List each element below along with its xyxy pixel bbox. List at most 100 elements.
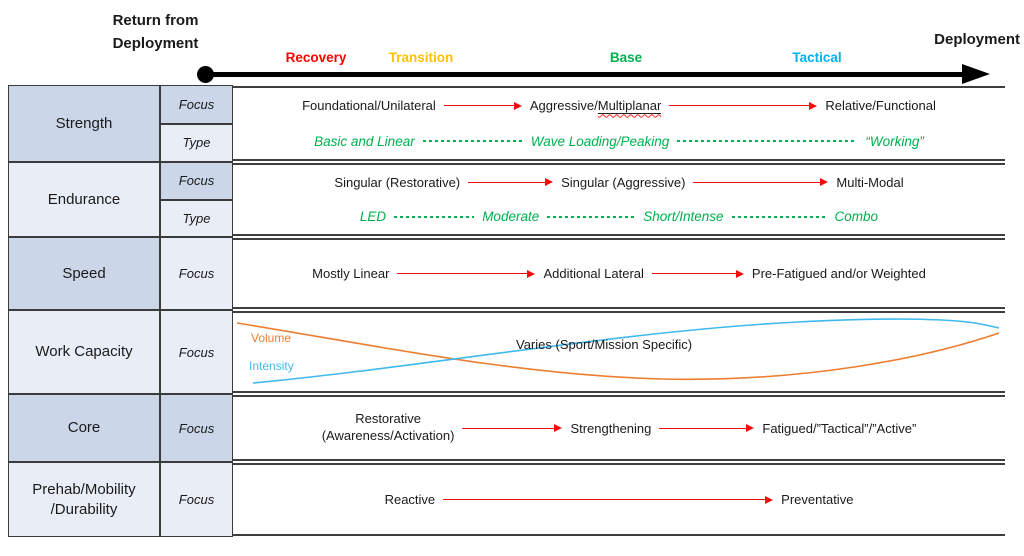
varies-text: Varies (Sport/Mission Specific) [516, 337, 693, 352]
row-label-endurance: Endurance [8, 162, 160, 237]
content-text: Strengthening [570, 420, 652, 436]
subrow-tag-focus: Focus [160, 394, 233, 462]
arrow-line [693, 181, 821, 183]
volume-label: Volume [251, 331, 292, 345]
timeline-line [206, 72, 968, 77]
red-arrow-icon [468, 177, 554, 187]
red-arrow-icon [693, 177, 829, 187]
content-area: Singular (Restorative) Singular (Aggressi… [233, 163, 1005, 236]
red-arrow-icon [397, 269, 536, 279]
arrow-line [659, 427, 747, 429]
subrow-tag-focus: Focus [160, 237, 233, 310]
content-row-endurance-type: LED Moderate Short/Intense Combo [233, 200, 1005, 235]
green-dash-connector [731, 215, 827, 218]
content-row-speed-focus: Mostly Linear Additional Lateral Pre-Fatig… [233, 240, 1005, 307]
content-text: Short/Intense [643, 209, 724, 225]
green-dash-connector [677, 140, 858, 143]
content-area: Mostly Linear Additional Lateral Pre-Fatig… [233, 238, 1005, 309]
subrow-tags: Focus [160, 462, 233, 537]
arrow-line [468, 181, 546, 183]
row-label-prehab-mobility-durability: Prehab/Mobility /Durability [8, 462, 160, 537]
content-text: Relative/Functional [825, 98, 936, 114]
arrow-head [554, 424, 563, 432]
content-row-endurance-focus: Singular (Restorative) Singular (Aggressi… [233, 165, 1005, 200]
row-label-core: Core [8, 394, 160, 462]
subrow-tags: Focus [160, 310, 233, 394]
arrow-line [443, 105, 514, 107]
work-capacity-content: Volume Intensity Varies (Sport/Mission S… [233, 313, 1005, 391]
subrow-tag-focus: Focus [160, 162, 233, 200]
subrow-tag-type: Type [160, 199, 233, 237]
content-text: Preventative [781, 492, 854, 507]
content-text: “Working” [865, 133, 924, 149]
timeline-arrowhead-icon [962, 64, 990, 84]
red-arrow-icon [462, 423, 563, 433]
content-text: Moderate [482, 209, 540, 225]
underlined-word: Multiplanar [597, 98, 662, 115]
work-capacity-curves [236, 318, 1000, 384]
subrow-tag-focus: Focus [160, 310, 233, 394]
red-arrow-icon [443, 101, 522, 111]
arrow-head [765, 495, 774, 504]
row-label-speed: Speed [8, 237, 160, 310]
content-area: Restorative(Awareness/Activation) Strengt… [233, 395, 1005, 461]
arrow-line [397, 273, 528, 274]
green-dash-connector [422, 140, 523, 143]
content-text: LED [359, 209, 387, 225]
red-arrow-icon [651, 269, 744, 279]
phase-label-recovery: Recovery [285, 50, 347, 65]
content-text: Combo [834, 209, 879, 225]
content-text: Reactive [384, 492, 436, 507]
subrow-tags: Focus [160, 237, 233, 310]
row-label-strength: Strength [8, 85, 160, 162]
content-text: Pre-Fatigued and/or Weighted [751, 266, 926, 281]
content-row-core-focus: Restorative(Awareness/Activation) Strengt… [233, 397, 1005, 459]
phase-label-base: Base [609, 50, 643, 65]
content-row-prehab-mobility-durability-focus: Reactive Preventative [233, 465, 1005, 534]
subrow-tag-type: Type [160, 123, 233, 162]
content-text: Additional Lateral [543, 266, 644, 281]
arrow-line [443, 499, 766, 500]
arrow-head [545, 178, 554, 187]
arrow-line [462, 427, 555, 429]
content-text: Mostly Linear [312, 266, 390, 281]
arrow-head [735, 269, 744, 278]
content-text: Restorative(Awareness/Activation) [321, 411, 455, 443]
content-area: Volume Intensity Varies (Sport/Mission S… [233, 311, 1005, 393]
green-dash-connector [547, 215, 636, 218]
arrow-line [669, 105, 810, 107]
arrow-head [809, 101, 818, 110]
arrow-head [746, 424, 755, 432]
arrow-head [513, 101, 522, 110]
content-area: Reactive Preventative [233, 463, 1005, 536]
subrow-tag-focus: Focus [160, 85, 233, 124]
content-text: Singular (Restorative) [334, 174, 461, 190]
phase-label-transition: Transition [388, 50, 454, 65]
arrow-head [527, 269, 536, 278]
content-text: Aggressive/Multiplanar [529, 98, 662, 115]
timeline-start-dot [197, 66, 214, 83]
red-arrow-icon [669, 101, 818, 111]
intensity-label: Intensity [249, 359, 294, 373]
green-dash-connector [394, 215, 475, 218]
content-text: Wave Loading/Peaking [530, 133, 670, 149]
subrow-tag-focus: Focus [160, 462, 233, 537]
row-label-work-capacity: Work Capacity [8, 310, 160, 394]
volume-curve [236, 322, 1000, 381]
deployment-label: Deployment [934, 31, 1020, 48]
phase-label-tactical: Tactical [792, 50, 842, 65]
content-text: Singular (Aggressive) [561, 174, 686, 190]
content-text: Fatigued/”Tactical”/”Active” [762, 420, 917, 436]
